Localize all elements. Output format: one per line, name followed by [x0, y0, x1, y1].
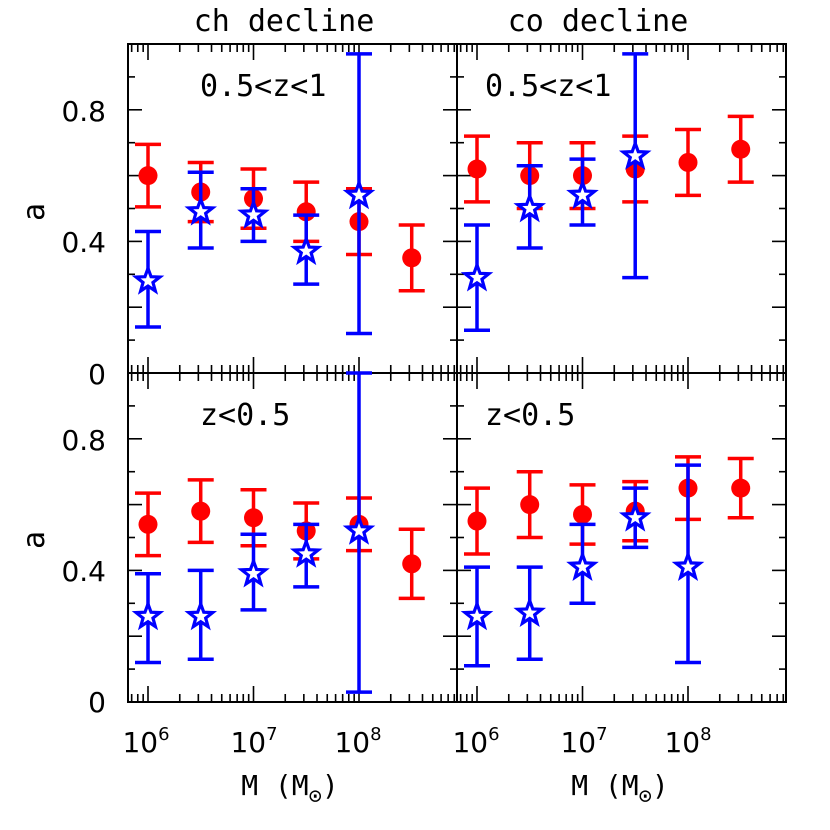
redshift-label: 0.5<z<1	[485, 69, 611, 104]
red-circle-point	[191, 501, 211, 521]
x-tick-label-right-1e6: 106	[452, 724, 499, 759]
x-axis-label-right: M (M⊙)	[571, 769, 669, 809]
redshift-label: z<0.5	[485, 398, 575, 433]
red-circle-point	[520, 495, 540, 515]
y-tick-label-bottom-0.8: 0.8	[61, 424, 106, 457]
x-axis-label-left: M (M⊙)	[241, 769, 339, 809]
x-tick-label-right-1e8: 108	[664, 724, 711, 759]
x-tick-label-left-1e7: 107	[230, 724, 277, 759]
blue-star-point	[618, 500, 652, 532]
y-tick-label-bottom-0: 0	[88, 686, 106, 719]
blue-star-point	[184, 194, 218, 226]
blue-star-point	[460, 599, 494, 631]
column-title-right: co decline	[508, 4, 689, 39]
blue-star-point	[566, 549, 599, 581]
red-circle-point	[138, 166, 158, 186]
y-tick-label-top-0: 0	[88, 358, 106, 391]
red-circle-point	[138, 514, 158, 534]
panel-top-left: 0.5<z<1	[127, 43, 458, 374]
red-circle-point	[467, 159, 487, 179]
blue-star-point	[342, 513, 376, 545]
blue-star-point	[671, 549, 705, 581]
blue-star-point	[513, 191, 547, 223]
y-tick-label-top-0.8: 0.8	[61, 95, 106, 128]
red-circle-point	[402, 248, 422, 268]
blue-star-point	[237, 197, 270, 229]
y-axis-label-top: a	[17, 203, 52, 221]
red-circle-point	[467, 511, 487, 531]
blue-star-point	[184, 599, 218, 631]
red-circle-point	[678, 152, 698, 172]
red-circle-point	[244, 508, 263, 528]
y-tick-label-bottom-0.4: 0.4	[61, 555, 106, 588]
panel-bottom-right: z<0.5	[456, 372, 787, 703]
panel-bottom-left: z<0.5	[127, 371, 458, 703]
blue-star-point	[289, 234, 323, 266]
y-axis-label-bottom: a	[17, 531, 52, 549]
blue-star-point	[131, 263, 165, 295]
column-title-left: ch decline	[194, 4, 375, 39]
redshift-label: 0.5<z<1	[200, 69, 326, 104]
blue-star-point	[513, 596, 547, 628]
blue-star-point	[131, 599, 165, 631]
blue-star-point	[237, 556, 270, 588]
x-tick-label-right-1e7: 107	[560, 724, 607, 759]
blue-star-point	[566, 178, 599, 210]
red-circle-point	[402, 554, 422, 574]
panel-top-right: 0.5<z<1	[456, 43, 787, 374]
red-circle-point	[731, 139, 751, 159]
x-tick-label-left-1e6: 106	[122, 724, 169, 759]
blue-star-point	[342, 178, 376, 210]
blue-star-point	[618, 138, 652, 170]
panel-frame	[127, 372, 458, 703]
redshift-label: z<0.5	[200, 398, 290, 433]
blue-star-point	[460, 260, 494, 292]
red-circle-point	[573, 504, 592, 524]
blue-star-point	[289, 536, 323, 568]
red-circle-point	[731, 478, 751, 498]
x-tick-label-left-1e8: 108	[334, 724, 381, 759]
y-tick-label-top-0.4: 0.4	[61, 226, 106, 259]
